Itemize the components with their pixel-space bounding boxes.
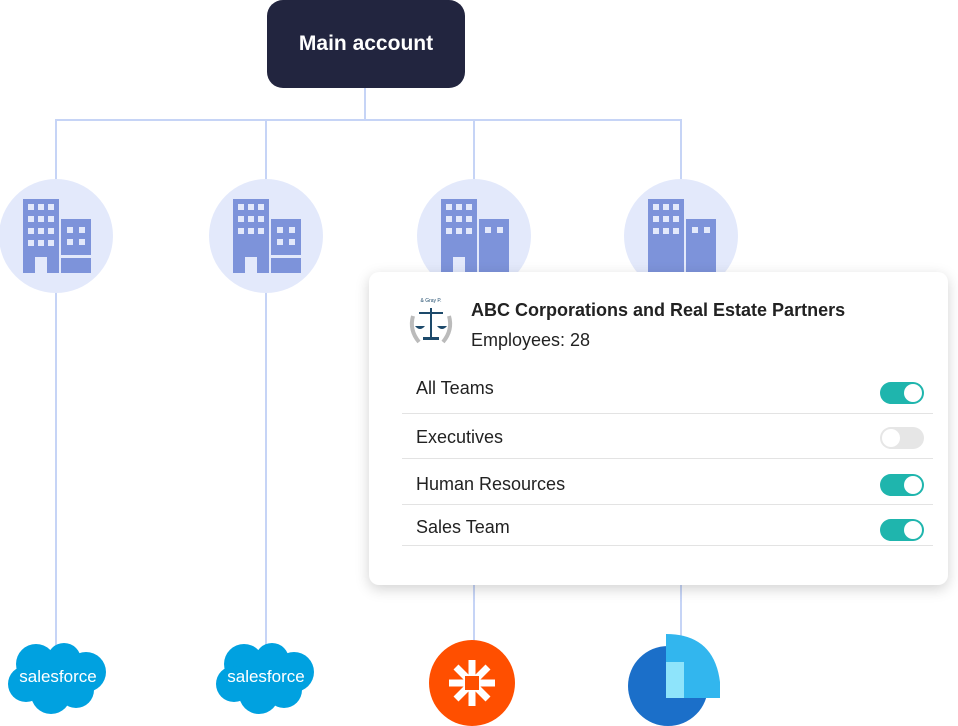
team-label: Human Resources bbox=[416, 474, 566, 494]
company-name: ABC Corporations and Real Estate Partner… bbox=[471, 300, 846, 320]
team-toggle[interactable] bbox=[880, 519, 924, 541]
building-icon bbox=[23, 199, 91, 273]
team-toggle[interactable] bbox=[880, 382, 924, 404]
team-toggle[interactable] bbox=[880, 474, 924, 496]
company-details-card: & Gray P. ABC Corporations and Real Esta… bbox=[369, 272, 948, 585]
team-row: Human Resources bbox=[402, 458, 933, 505]
team-row: Executives bbox=[402, 413, 933, 459]
employee-count: Employees: 28 bbox=[471, 330, 591, 350]
svg-text:& Gray P.: & Gray P. bbox=[420, 298, 441, 304]
microsoft-bookings-icon bbox=[628, 634, 720, 726]
company-node[interactable] bbox=[209, 179, 323, 293]
team-row: Sales Team bbox=[402, 504, 933, 546]
team-label: Executives bbox=[416, 427, 504, 447]
svg-text:salesforce: salesforce bbox=[227, 667, 304, 686]
team-label: Sales Team bbox=[416, 517, 510, 537]
company-node[interactable] bbox=[0, 179, 113, 293]
salesforce-logo: salesforce bbox=[216, 643, 314, 714]
salesforce-logo: salesforce bbox=[8, 643, 106, 714]
svg-text:salesforce: salesforce bbox=[19, 667, 96, 686]
building-icon bbox=[233, 199, 301, 273]
building-icon bbox=[648, 199, 716, 273]
team-toggle[interactable] bbox=[880, 427, 924, 449]
team-row: All Teams bbox=[402, 372, 933, 414]
team-label: All Teams bbox=[416, 378, 494, 398]
main-account-node[interactable]: Main account bbox=[267, 0, 465, 88]
building-icon bbox=[441, 199, 509, 273]
zapier-icon bbox=[429, 640, 515, 726]
company-logo: & Gray P. bbox=[405, 296, 457, 348]
